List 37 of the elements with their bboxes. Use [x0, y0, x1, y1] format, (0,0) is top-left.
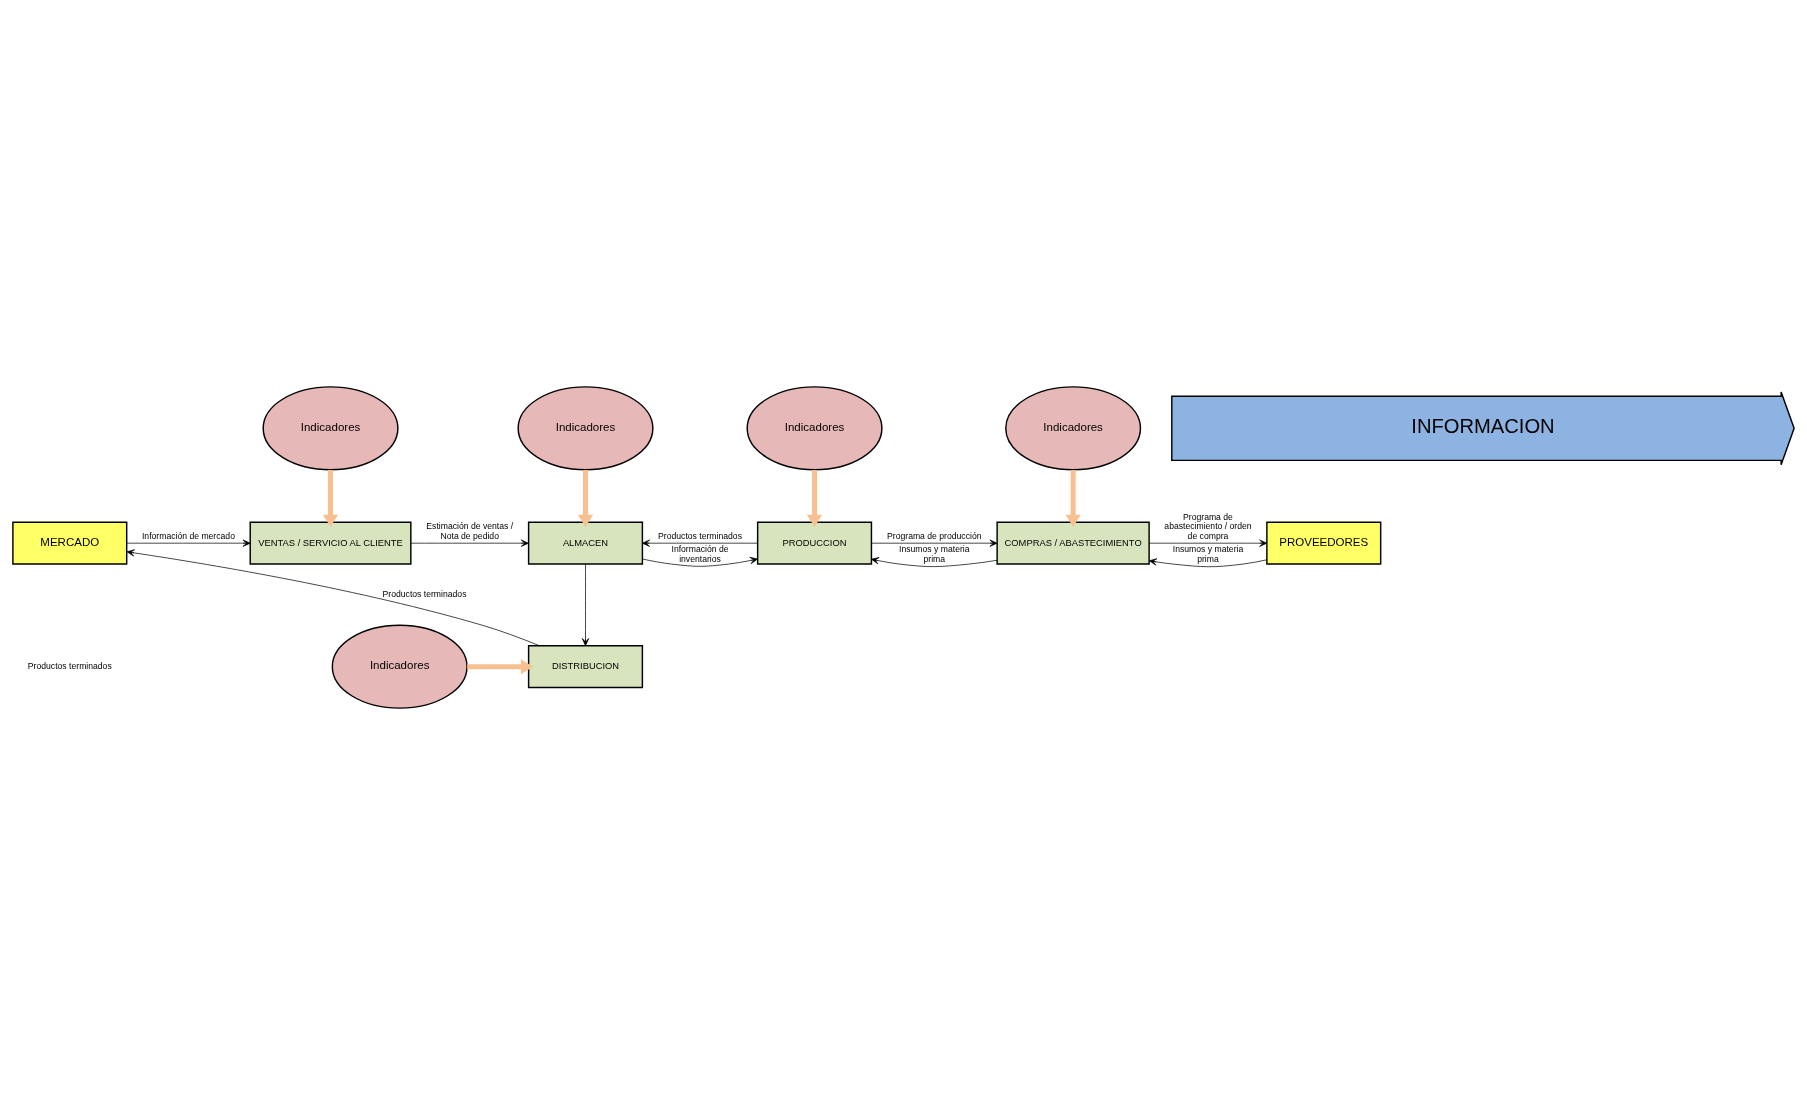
- edge-label: Estimación de ventas / Nota de pedido: [426, 521, 514, 541]
- node-ellipse: Indicadores: [331, 624, 468, 709]
- edge-label: Programa de abastecimiento / orden de compra: [1164, 511, 1252, 541]
- arrow: [871, 539, 998, 547]
- edge-label: Programa de producción: [887, 530, 982, 541]
- node-box: ALMACEN: [527, 521, 644, 565]
- node-ellipse: Indicadores: [1005, 386, 1142, 471]
- edge-label: Insumos y materia prima: [899, 544, 970, 564]
- arrow: [126, 539, 251, 547]
- edge-label: Productos terminados: [658, 530, 742, 541]
- edge-label: Información de mercado: [141, 530, 235, 541]
- arrow: [1148, 558, 1268, 568]
- arrow: [467, 659, 534, 675]
- edge-label: Productos terminados: [382, 588, 467, 599]
- arrow: [581, 563, 590, 647]
- node-ellipse: Indicadores: [262, 386, 399, 471]
- arrow: [642, 539, 758, 547]
- arrow: [642, 556, 758, 567]
- arrow: [806, 469, 823, 528]
- node-ellipse: Indicadores: [517, 386, 654, 471]
- arrow: [577, 469, 594, 528]
- node-box: DISTRIBUCION: [527, 645, 644, 689]
- node-ellipse: Indicadores: [746, 386, 883, 471]
- arrow: [1149, 539, 1268, 547]
- arrow: [322, 469, 339, 528]
- node-box: PRODUCCION: [756, 521, 873, 565]
- arrow: [410, 539, 529, 547]
- node-box: PROVEEDORES: [1266, 521, 1382, 565]
- arrow: [126, 549, 540, 647]
- edge-label: Información de inventarios: [671, 544, 729, 564]
- node-box: COMPRAS / ABASTECIMIENTO: [996, 521, 1150, 565]
- edge-label: Insumos y materia prima: [1172, 544, 1244, 564]
- node-box: VENTAS / SERVICIO AL CLIENTE: [249, 521, 412, 565]
- arrow: [1065, 469, 1081, 528]
- label: Productos terminados: [27, 660, 112, 671]
- arrow: [871, 557, 998, 567]
- node-box: MERCADO: [12, 521, 128, 565]
